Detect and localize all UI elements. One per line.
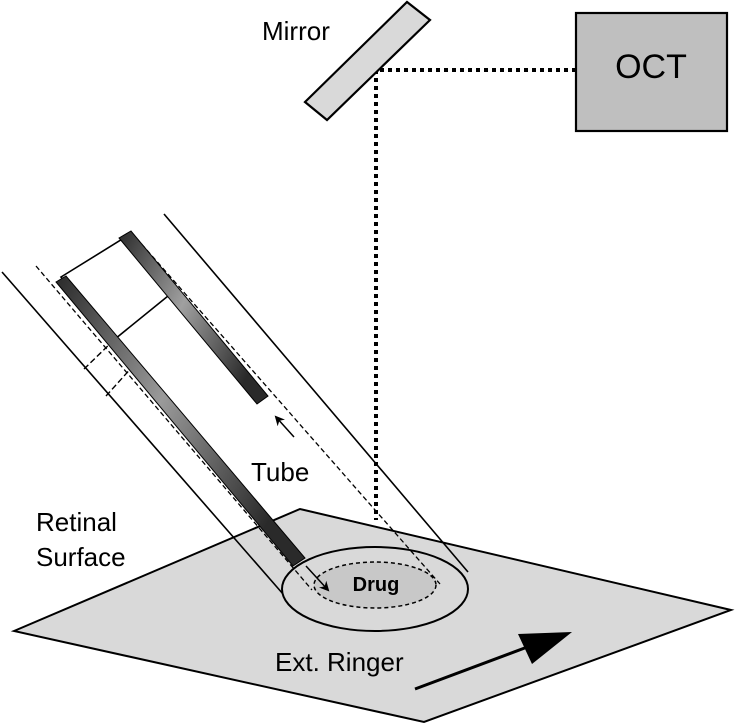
arrow-up-tube bbox=[274, 415, 295, 438]
arrow-to-drug bbox=[305, 565, 330, 592]
tube-wall-right bbox=[163, 213, 469, 573]
holder-lower-line-left bbox=[83, 338, 116, 370]
holder-lower-line-right bbox=[105, 364, 135, 397]
tube-inner-dashed-right bbox=[130, 231, 441, 585]
mirror-label: Mirror bbox=[262, 16, 330, 46]
retinal-label-line2: Surface bbox=[36, 542, 126, 572]
drug-label: Drug bbox=[353, 574, 400, 596]
oct-box bbox=[574, 11, 729, 133]
tube-wall-left bbox=[1, 271, 284, 595]
tube-end-ellipse bbox=[281, 546, 469, 632]
flow-arrow-shaft bbox=[414, 644, 531, 691]
oct-label: OCT bbox=[615, 48, 687, 86]
oct-beam-path bbox=[374, 68, 576, 520]
tube-label: Tube bbox=[251, 457, 309, 487]
drug-area bbox=[313, 561, 437, 609]
mirror bbox=[303, 0, 432, 122]
flow-arrow-head bbox=[518, 632, 572, 664]
retinal-surface-plane bbox=[10, 507, 735, 724]
rod-long bbox=[55, 275, 306, 567]
flow-label: Ext. Ringer bbox=[275, 647, 404, 677]
tube-inner-dashed-left bbox=[35, 265, 313, 591]
rod-short bbox=[118, 230, 269, 405]
retinal-label-line1: Retinal bbox=[36, 507, 117, 537]
